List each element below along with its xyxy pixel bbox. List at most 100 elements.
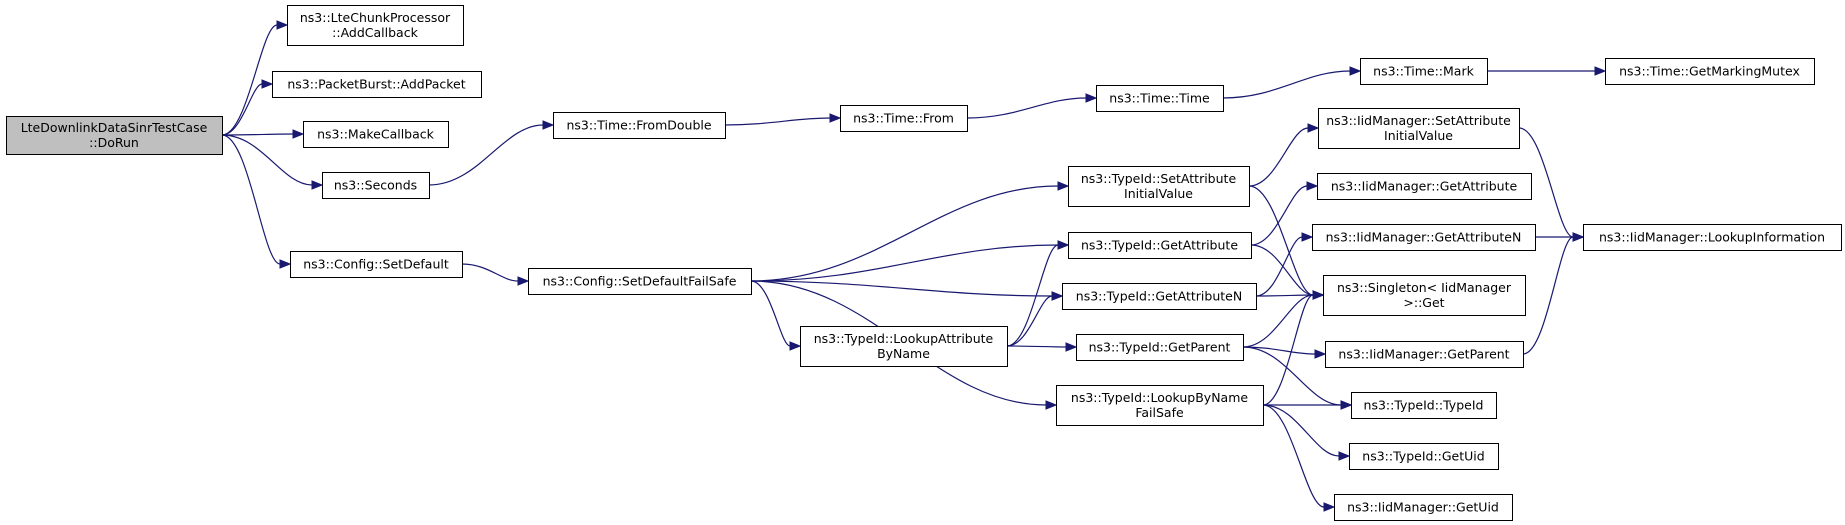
edge-line bbox=[1522, 236, 1574, 355]
edge-line bbox=[1242, 294, 1314, 348]
node-box bbox=[6, 116, 223, 155]
node-setdefault[interactable]: ns3::Config::SetDefault bbox=[290, 251, 463, 278]
node-box bbox=[1605, 58, 1815, 85]
node-label: ns3::TypeId::SetAttribute bbox=[1081, 171, 1237, 186]
arrowhead-icon bbox=[542, 120, 555, 130]
edge-line bbox=[1248, 185, 1314, 296]
nodes-layer: LteDownlinkDataSinrTestCase::DoRun ns3::L… bbox=[6, 5, 1842, 521]
node-iid-getuid[interactable]: ns3::IidManager::GetUid bbox=[1334, 494, 1513, 521]
node-makecallback[interactable]: ns3::MakeCallback bbox=[303, 121, 449, 148]
edge-line bbox=[724, 117, 831, 126]
edge-line bbox=[750, 244, 1059, 282]
edge-line bbox=[221, 83, 263, 136]
edge-root-to-addpacket bbox=[221, 79, 274, 136]
node-addcallback[interactable]: ns3::LteChunkProcessor::AddCallback bbox=[287, 5, 464, 46]
arrowhead-icon bbox=[1349, 66, 1362, 76]
node-tid-typeid[interactable]: ns3::TypeId::TypeId bbox=[1351, 392, 1497, 419]
node-label: ns3::Time::Time bbox=[1109, 91, 1210, 106]
node-box bbox=[840, 105, 968, 132]
edge-setdefaultfailsafe-to-tid-lookupattr bbox=[750, 280, 802, 351]
arrowhead-icon bbox=[1045, 400, 1058, 410]
arrowhead-icon bbox=[292, 129, 305, 139]
node-tid-getattr[interactable]: ns3::TypeId::GetAttribute bbox=[1068, 232, 1252, 259]
node-label: ns3::TypeId::GetParent bbox=[1089, 340, 1231, 355]
arrowhead-icon bbox=[1065, 342, 1078, 352]
edge-root-to-addcallback bbox=[221, 20, 289, 136]
node-iid-setattrinit[interactable]: ns3::IidManager::SetAttributeInitialValu… bbox=[1318, 108, 1520, 149]
node-label: InitialValue bbox=[1124, 186, 1193, 201]
edge-line bbox=[1006, 244, 1059, 347]
node-tid-getuid[interactable]: ns3::TypeId::GetUid bbox=[1349, 443, 1499, 470]
node-box bbox=[1323, 275, 1526, 316]
node-time[interactable]: ns3::Time::Time bbox=[1096, 85, 1224, 112]
arrowhead-icon bbox=[1085, 93, 1098, 103]
arrowhead-icon bbox=[276, 20, 289, 30]
edge-fromdouble-to-from bbox=[724, 113, 842, 126]
arrowhead-icon bbox=[1338, 451, 1351, 461]
node-box bbox=[1325, 341, 1524, 368]
arrowhead-icon bbox=[1057, 181, 1070, 191]
node-box bbox=[322, 172, 430, 199]
node-tid-getattrn[interactable]: ns3::TypeId::GetAttributeN bbox=[1062, 283, 1257, 310]
edge-line bbox=[1006, 295, 1053, 347]
node-iid-getattrn[interactable]: ns3::IidManager::GetAttributeN bbox=[1312, 224, 1536, 251]
edge-line bbox=[750, 280, 791, 347]
node-label: InitialValue bbox=[1384, 128, 1453, 143]
edge-line bbox=[1262, 404, 1325, 508]
node-label: ns3::TypeId::GetAttribute bbox=[1081, 238, 1238, 253]
edge-line bbox=[1248, 127, 1309, 187]
arrowhead-icon bbox=[1323, 502, 1336, 512]
node-label: ns3::TypeId::GetAttributeN bbox=[1076, 289, 1242, 304]
arrowhead-icon bbox=[1301, 232, 1314, 242]
arrowhead-icon bbox=[311, 180, 324, 190]
node-markingmutex[interactable]: ns3::Time::GetMarkingMutex bbox=[1605, 58, 1815, 85]
node-box bbox=[1317, 173, 1532, 200]
node-fromdouble[interactable]: ns3::Time::FromDouble bbox=[553, 112, 726, 139]
node-root[interactable]: LteDownlinkDataSinrTestCase::DoRun bbox=[6, 116, 223, 155]
arrowhead-icon bbox=[1572, 232, 1585, 242]
node-box bbox=[1068, 232, 1252, 259]
edges-layer bbox=[221, 20, 1607, 512]
node-box bbox=[272, 71, 482, 98]
node-box bbox=[1360, 58, 1488, 85]
edge-tid-lookupbyname-to-singleton-get bbox=[1262, 290, 1325, 406]
node-iid-getparent[interactable]: ns3::IidManager::GetParent bbox=[1325, 341, 1524, 368]
edge-tid-setattrinit-to-iid-setattrinit bbox=[1248, 123, 1320, 187]
edge-tid-lookupbyname-to-iid-getuid bbox=[1262, 404, 1336, 512]
node-mark[interactable]: ns3::Time::Mark bbox=[1360, 58, 1488, 85]
node-label: ns3::TypeId::LookupByName bbox=[1071, 390, 1248, 405]
node-box bbox=[1062, 283, 1257, 310]
node-seconds[interactable]: ns3::Seconds bbox=[322, 172, 430, 199]
node-label: ::DoRun bbox=[89, 135, 139, 150]
node-from[interactable]: ns3::Time::From bbox=[840, 105, 968, 132]
node-box bbox=[290, 251, 463, 278]
node-setdefaultfailsafe[interactable]: ns3::Config::SetDefaultFailSafe bbox=[528, 268, 752, 295]
edge-line bbox=[1262, 294, 1314, 406]
node-label: FailSafe bbox=[1135, 405, 1184, 420]
node-addpacket[interactable]: ns3::PacketBurst::AddPacket bbox=[272, 71, 482, 98]
node-singleton-get[interactable]: ns3::Singleton< IidManager>::Get bbox=[1323, 275, 1526, 316]
node-tid-getparent[interactable]: ns3::TypeId::GetParent bbox=[1076, 334, 1244, 361]
node-box bbox=[1312, 224, 1536, 251]
arrowhead-icon bbox=[517, 276, 530, 286]
node-label: >::Get bbox=[1403, 295, 1444, 310]
arrowhead-icon bbox=[1594, 66, 1607, 76]
node-label: LteDownlinkDataSinrTestCase bbox=[21, 120, 208, 135]
node-label: ::AddCallback bbox=[332, 25, 418, 40]
node-box bbox=[287, 5, 464, 46]
edge-line bbox=[1006, 345, 1067, 348]
edge-root-to-makecallback bbox=[221, 129, 305, 139]
node-label: ns3::IidManager::GetAttribute bbox=[1331, 179, 1518, 194]
edge-line bbox=[1222, 70, 1351, 99]
node-label: ns3::IidManager::GetParent bbox=[1338, 347, 1509, 362]
node-iid-getattr[interactable]: ns3::IidManager::GetAttribute bbox=[1317, 173, 1532, 200]
edge-tid-getparent-to-iid-getparent bbox=[1242, 346, 1327, 359]
node-iid-lookupinfo[interactable]: ns3::IidManager::LookupInformation bbox=[1583, 224, 1842, 251]
node-label: ns3::Time::GetMarkingMutex bbox=[1619, 64, 1800, 79]
edge-line bbox=[966, 97, 1087, 119]
node-label: ns3::IidManager::SetAttribute bbox=[1326, 113, 1511, 128]
edge-line bbox=[1518, 127, 1574, 238]
